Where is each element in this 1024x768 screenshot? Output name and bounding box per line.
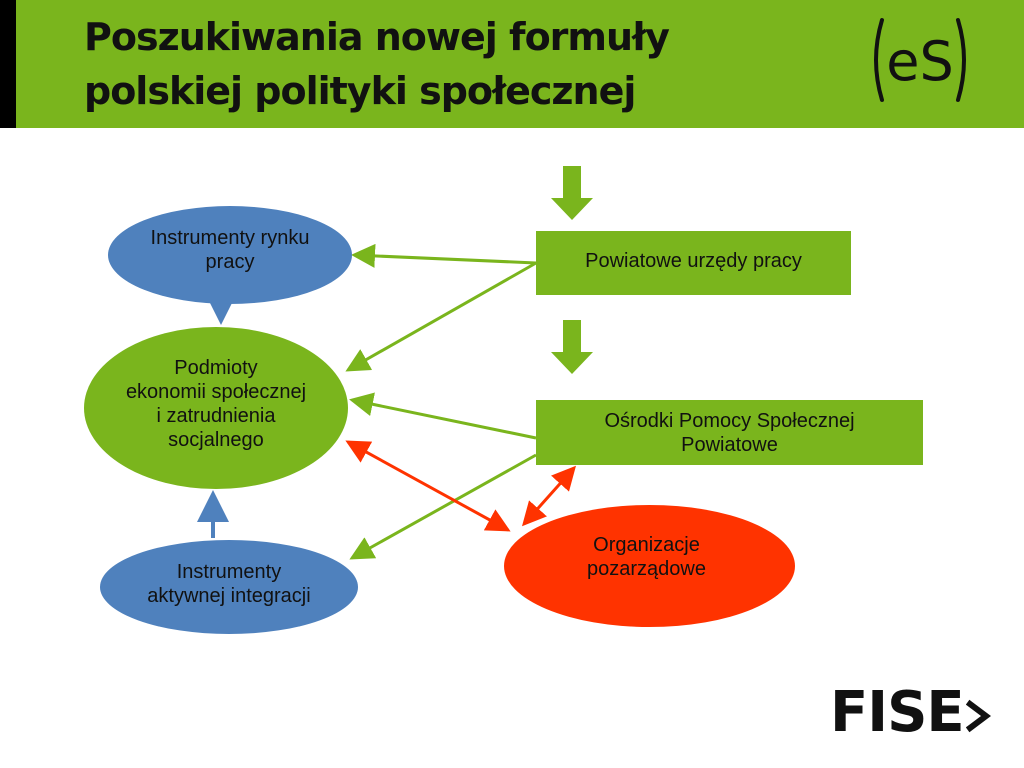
arrow-ops-to-podmioty [349,392,537,440]
header-bar: Poszukiwania nowej formuły polskiej poli… [0,0,1024,128]
arrow-ops-ngo [522,465,576,527]
node-instrumenty-integracji-label: Instrumenty aktywnej integracji [147,561,311,607]
node-osrodki-label: Ośrodki Pomocy Społecznej Powiatowe [604,409,855,456]
title-line-1: Poszukiwania nowej formuły [84,15,670,59]
fise-logo: FISE [830,680,992,745]
page-title: Poszukiwania nowej formuły polskiej poli… [84,10,784,118]
arrow-pup-to-rynek [351,243,537,268]
down-arrow-top [551,166,593,220]
arrow-ops-to-integracja [349,453,537,560]
es-logo: eS [874,18,966,102]
fise-chevron-icon [965,699,991,733]
node-organizacje-label: Organizacje pozarządowe [587,534,706,580]
down-arrow-middle [551,320,593,374]
node-osrodki: Ośrodki Pomocy Społecznej Powiatowe [536,400,923,465]
arrow-podmioty-ngo [345,440,511,532]
node-powiatowe-urzedy-label: Powiatowe urzędy pracy [585,250,802,272]
node-instrumenty-rynku: Instrumenty rynku pracy [108,206,352,304]
node-powiatowe-urzedy: Powiatowe urzędy pracy [536,231,851,295]
node-podmioty-label: Podmioty ekonomii społecznej i zatrudnie… [125,357,307,451]
node-instrumenty-rynku-label: Instrumenty rynku pracy [150,227,310,273]
header-accent-bar [0,0,16,128]
node-podmioty: Podmioty ekonomii społecznej i zatrudnie… [84,327,348,489]
arrow-pup-to-podmioty [345,261,537,372]
title-line-2: polskiej polityki społecznej [84,69,636,113]
node-organizacje: Organizacje pozarządowe [504,505,795,627]
es-logo-text: eS [886,30,954,93]
fise-logo-text: FISE [830,680,965,745]
node-instrumenty-integracji: Instrumenty aktywnej integracji [100,540,358,634]
